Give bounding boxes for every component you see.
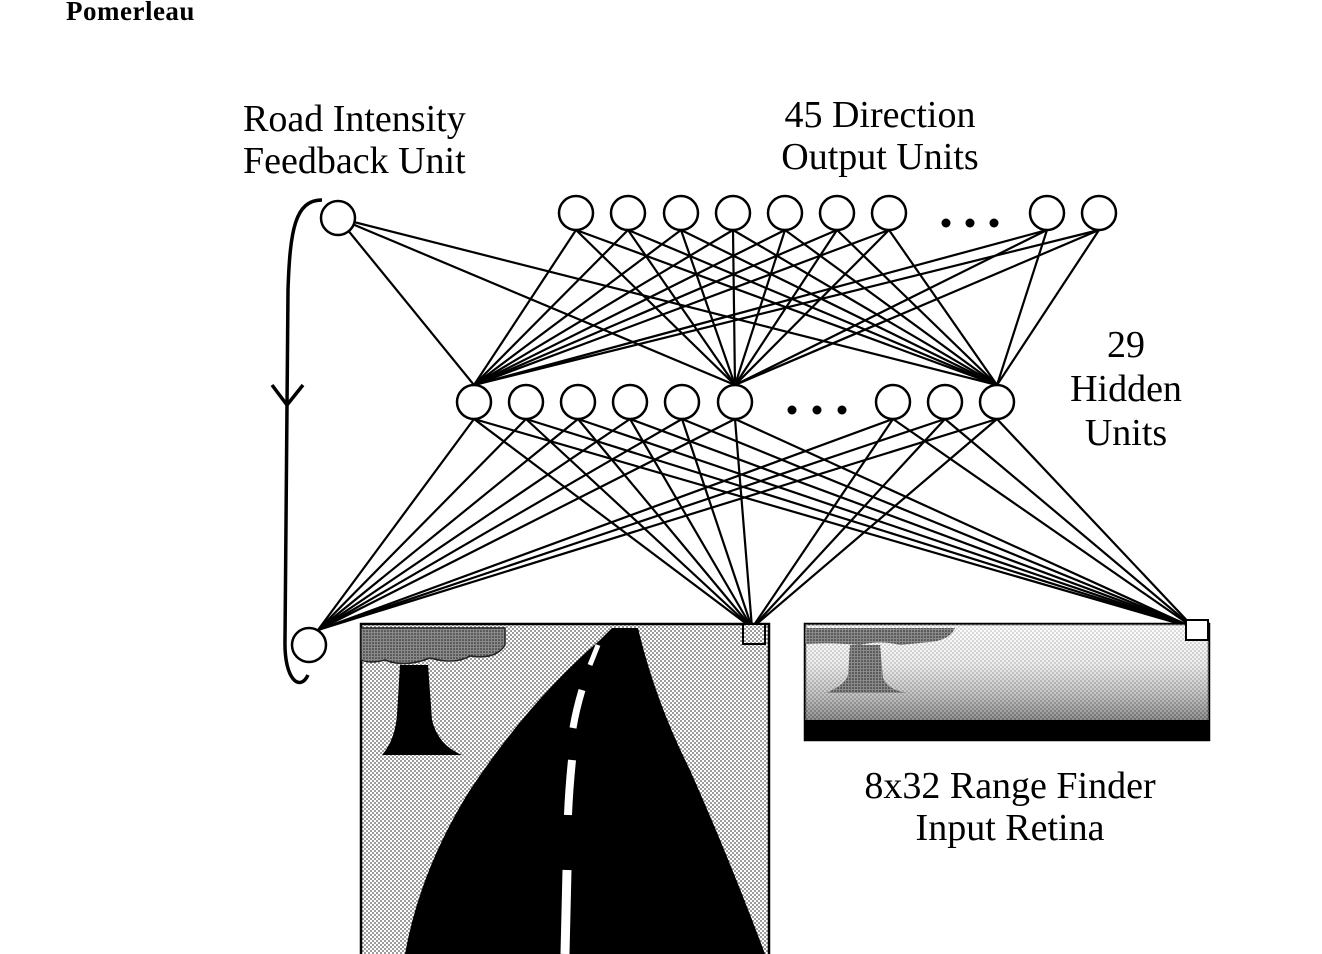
output-unit-node: [557, 194, 595, 232]
feedback-loop-arrow: [283, 198, 323, 685]
hidden-ellipsis-icon: [787, 405, 847, 415]
feedback-label-line2: Feedback Unit: [243, 140, 466, 182]
range-finder-label-line2: Input Retina: [915, 807, 1105, 849]
output-unit-node: [714, 194, 752, 232]
connection-lines: [317, 216, 1195, 632]
output-ellipsis-icon: [941, 218, 999, 228]
output-unit-node: [662, 194, 700, 232]
output-label-line2: Output Units: [781, 136, 979, 178]
hidden-unit-node: [507, 383, 545, 421]
hidden-unit-node: [663, 383, 701, 421]
output-unit-node: [766, 194, 804, 232]
output-label-line1: 45 Direction: [784, 94, 976, 136]
hidden-unit-node: [559, 383, 597, 421]
output-unit-node: [609, 194, 647, 232]
hidden-label-line2: Hidden: [1070, 368, 1182, 410]
feedback-unit-label: Road Intensity Feedback Unit: [243, 98, 466, 182]
hidden-unit-node: [716, 383, 754, 421]
hidden-unit-node: [978, 383, 1016, 421]
hidden-label-line1: 29: [1107, 324, 1145, 366]
running-header-author: Pomerleau: [66, 0, 195, 26]
output-units-label: 45 Direction Output Units: [740, 94, 1020, 178]
feedback-unit-top-node: [319, 199, 357, 237]
hidden-unit-node: [611, 383, 649, 421]
hidden-unit-node: [926, 383, 964, 421]
output-unit-node: [1028, 194, 1066, 232]
hidden-label-line3: Units: [1084, 412, 1168, 454]
output-unit-node: [1080, 194, 1118, 232]
output-unit-node: [870, 194, 908, 232]
video-input-retina-image: [359, 622, 771, 954]
feedback-unit-input-node: [290, 626, 328, 664]
range-finder-retina-image: [803, 619, 1211, 742]
feedback-label-line1: Road Intensity: [243, 98, 466, 140]
hidden-unit-node: [874, 383, 912, 421]
hidden-unit-node: [455, 383, 493, 421]
hidden-units-label: 29 Hidden Units: [1046, 323, 1206, 455]
range-finder-label: 8x32 Range Finder Input Retina: [820, 765, 1200, 849]
network-units: [290, 194, 1118, 664]
range-finder-label-line1: 8x32 Range Finder: [864, 765, 1156, 807]
feedback-arrowhead-icon: [270, 383, 305, 408]
output-unit-node: [818, 194, 856, 232]
